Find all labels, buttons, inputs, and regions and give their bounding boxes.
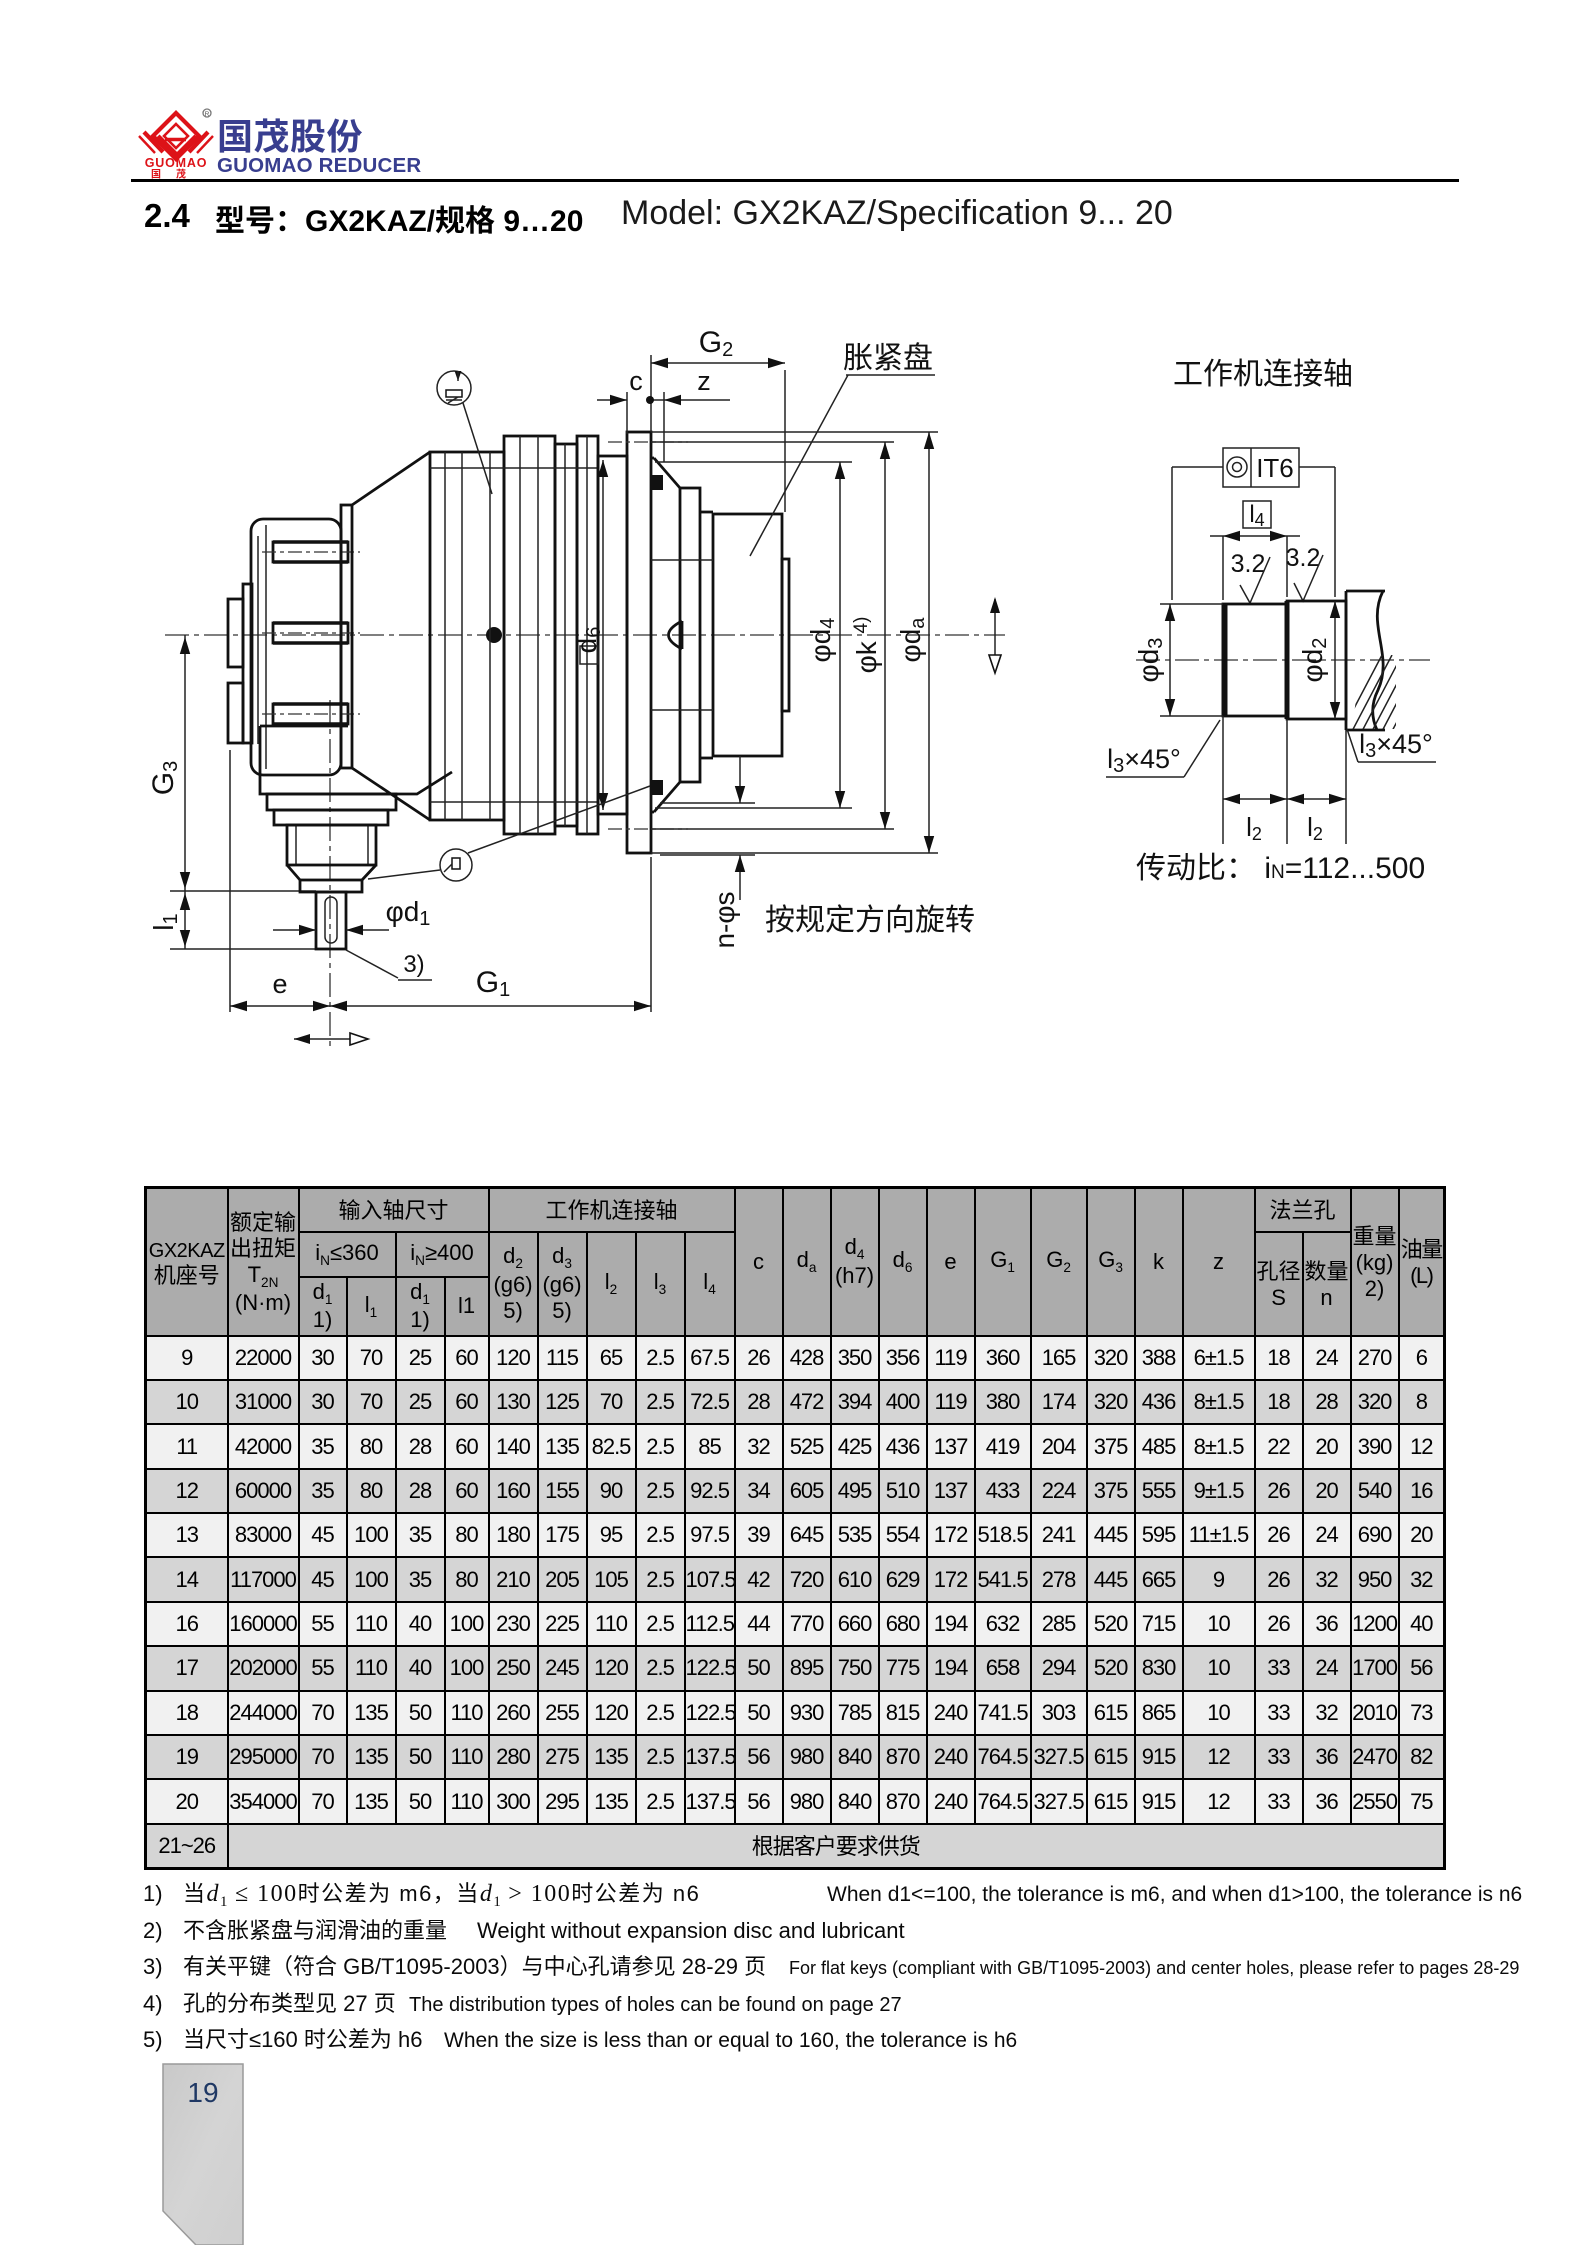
svg-text:G1: G1	[476, 966, 510, 1001]
svg-text:z: z	[697, 366, 711, 396]
svg-text:l1: l1	[148, 913, 182, 930]
svg-text:c: c	[629, 366, 643, 396]
svg-text:R: R	[205, 111, 210, 118]
svg-text:e: e	[272, 969, 287, 999]
svg-text:3.2: 3.2	[1286, 544, 1321, 572]
svg-text:l2: l2	[1246, 812, 1262, 844]
svg-text:传动比： iN=112...500: 传动比： iN=112...500	[1136, 843, 1425, 887]
svg-text:φd4: φd4	[805, 618, 839, 663]
svg-text:19: 19	[187, 2077, 218, 2108]
svg-text:GUOMAO REDUCER: GUOMAO REDUCER	[217, 154, 421, 177]
svg-text:GUOMAO: GUOMAO	[145, 156, 207, 170]
svg-text:IT6: IT6	[1256, 453, 1294, 483]
svg-text:按规定方向旋转: 按规定方向旋转	[765, 895, 975, 939]
svg-text:φda: φda	[895, 617, 929, 663]
svg-text:n-φs: n-φs	[709, 891, 740, 948]
svg-text:G2: G2	[699, 326, 733, 361]
svg-text:工作机连接轴: 工作机连接轴	[1173, 349, 1353, 393]
svg-text:国茂股份: 国茂股份	[217, 108, 363, 160]
svg-text:l4: l4	[1249, 501, 1264, 530]
svg-text:3): 3)	[403, 951, 424, 978]
svg-text:G3: G3	[147, 761, 182, 795]
svg-text:l3×45°: l3×45°	[1107, 744, 1181, 777]
svg-text:l2: l2	[1307, 812, 1323, 844]
svg-text:φk 4): φk 4)	[851, 617, 882, 674]
svg-text:φd1: φd1	[386, 896, 431, 930]
svg-text:φd3: φd3	[1133, 638, 1167, 683]
svg-text:3.2: 3.2	[1231, 550, 1266, 578]
svg-text:l3×45°: l3×45°	[1359, 729, 1433, 762]
svg-text:国茂: 国茂	[151, 166, 201, 181]
svg-text:φd2: φd2	[1297, 638, 1331, 683]
svg-text:胀紧盘: 胀紧盘	[843, 333, 933, 377]
